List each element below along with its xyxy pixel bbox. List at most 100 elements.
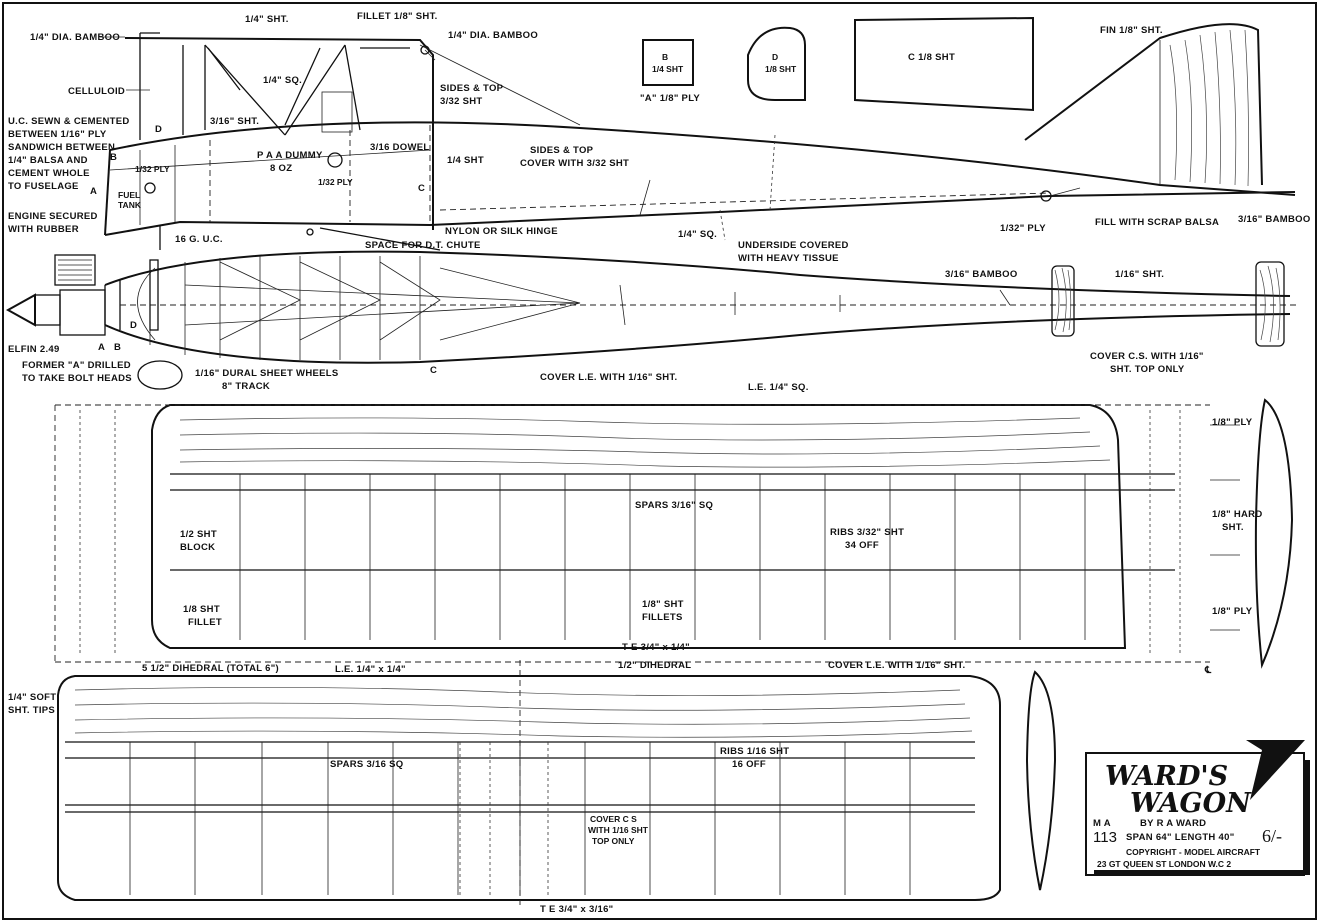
title-line-1: WARD'S [1105, 761, 1228, 792]
label-tp-fillets-1: 1/8" SHT [642, 599, 684, 610]
label-sq-quarter: 1/4" SQ. [263, 75, 302, 86]
title-address: 23 GT QUEEN ST LONDON W.C 2 [1097, 859, 1231, 869]
label-tp-cover-cs-2: SHT. TOP ONLY [1110, 364, 1185, 375]
label-fin: FIN 1/8" SHT. [1100, 25, 1163, 36]
template-d-label: D [772, 52, 778, 62]
label-wing-cover-le: COVER L.E. WITH 1/16" SHT. [828, 660, 965, 671]
title-ma: M A [1093, 818, 1111, 829]
label-engine-1: ENGINE SECURED [8, 211, 98, 222]
label-ply-1-32c: 1/32" PLY [1000, 223, 1046, 234]
label-bamboo-3-16: 3/16" BAMBOO [1238, 214, 1311, 225]
template-b-label: B [662, 52, 668, 62]
label-sht-3-16: 3/16" SHT. [210, 116, 259, 127]
label-sht-quarter-b: 1/4 SHT [447, 155, 484, 166]
label-tp-fillet-2: FILLET [188, 617, 222, 628]
label-dummy-1: P A A DUMMY [257, 150, 323, 161]
label-tp-hard-1: 1/8" HARD [1212, 509, 1263, 520]
template-b-sub: 1/4 SHT [652, 64, 684, 74]
label-ply-1-32: 1/32 PLY [135, 164, 170, 174]
title-price: 6/- [1262, 826, 1282, 846]
label-sides-top-2: SIDES & TOP [530, 145, 594, 156]
label-fillet: FILLET 1/8" SHT. [357, 11, 438, 22]
label-plan-d: D [130, 320, 137, 331]
label-wing-cover-cs-2: WITH 1/16 SHT [588, 825, 649, 835]
label-tp-ribs-2: 34 OFF [845, 540, 879, 551]
label-ply-1-32b: 1/32 PLY [318, 177, 353, 187]
label-tp-block-1: 1/2 SHT [180, 529, 217, 540]
label-sides-top-1: SIDES & TOP [440, 83, 504, 94]
fuselage-side-view [104, 23, 1296, 251]
label-plan-sht: 1/16" SHT. [1115, 269, 1164, 280]
label-plan-a: A [98, 342, 105, 353]
label-tp-cover-cs-1: COVER C.S. WITH 1/16" [1090, 351, 1204, 362]
label-hinge: NYLON OR SILK HINGE [445, 226, 558, 237]
label-celluloid: CELLULOID [68, 86, 125, 97]
label-wing-tips-1: 1/4" SOFT [8, 692, 56, 703]
label-former-a-1: FORMER "A" DRILLED [22, 360, 131, 371]
label-uc-note-6: TO FUSELAGE [8, 181, 79, 192]
label-bamboo-top: 1/4" DIA. BAMBOO [30, 32, 120, 43]
label-tp-spars: SPARS 3/16" SQ [635, 500, 713, 511]
tailplane-plan [54, 398, 1294, 669]
wing-plan [57, 660, 1057, 905]
label-wing-ribs-1: RIBS 1/16 SHT [720, 746, 789, 757]
label-uc-16g: 16 G. U.C. [175, 234, 223, 245]
label-sq-quarter-b: 1/4" SQ. [678, 229, 717, 240]
label-uc-note-2: BETWEEN 1/16" PLY [8, 129, 107, 140]
label-dowel: 3/16 DOWEL [370, 142, 430, 153]
label-sht-quarter: 1/4" SHT. [245, 14, 289, 25]
label-dt-chute: SPACE FOR D.T. CHUTE [365, 240, 481, 251]
label-tp-centerline: ℄ [1204, 665, 1212, 676]
label-wheels-2: 8" TRACK [222, 381, 270, 392]
label-former-c: C [418, 183, 425, 194]
label-wing-cover-cs-3: TOP ONLY [592, 836, 635, 846]
label-underside-1: UNDERSIDE COVERED [738, 240, 849, 251]
label-wing-tips-2: SHT. TIPS [8, 705, 55, 716]
label-tp-fillets-2: FILLETS [642, 612, 683, 623]
label-tp-cover-le: COVER L.E. WITH 1/16" SHT. [540, 372, 677, 383]
label-plan-bamboo: 3/16" BAMBOO [945, 269, 1018, 280]
label-wing-le: L.E. 1/4" x 1/4" [335, 664, 406, 675]
label-tp-le-sq: L.E. 1/4" SQ. [748, 382, 809, 393]
template-c-label: C 1/8 SHT [908, 52, 955, 63]
template-a-ply: "A" 1/8" PLY [640, 93, 700, 104]
template-d-sub: 1/8 SHT [765, 64, 797, 74]
label-tp-block-2: BLOCK [180, 542, 215, 553]
label-former-a: A [90, 186, 97, 197]
label-tp-te: T E 3/4" x 1/4" [622, 642, 690, 653]
label-wing-te: T E 3/4" x 3/16" [540, 904, 614, 915]
title-spec: SPAN 64" LENGTH 40" [1126, 832, 1235, 843]
title-line-2: WAGON [1130, 788, 1252, 819]
label-plan-c: C [430, 365, 437, 376]
label-sides-top-2b: COVER WITH 3/32 SHT [520, 158, 629, 169]
title-by: BY R A WARD [1140, 818, 1206, 829]
label-tp-ply-bot: 1/8" PLY [1212, 606, 1253, 617]
arrow-logo-icon [1246, 740, 1305, 800]
label-wing-spars: SPARS 3/16 SQ [330, 759, 403, 770]
label-wing-dihedral-inner: 1/2" DIHEDRAL [618, 660, 691, 671]
label-fuel-tank-2: TANK [118, 200, 142, 210]
label-tp-fillet-1: 1/8 SHT [183, 604, 220, 615]
label-uc-note-5: CEMENT WHOLE [8, 168, 90, 179]
title-number: 113 [1093, 829, 1117, 846]
label-tp-hard-2: SHT. [1222, 522, 1244, 533]
label-fill-scrap: FILL WITH SCRAP BALSA [1095, 217, 1219, 228]
label-wing-ribs-2: 16 OFF [732, 759, 766, 770]
label-uc-note-3: SANDWICH BETWEEN [8, 142, 115, 153]
label-former-d: D [155, 124, 162, 135]
label-sides-top-1b: 3/32 SHT [440, 96, 483, 107]
label-uc-note-1: U.C. SEWN & CEMENTED [8, 116, 130, 127]
fuselage-plan-view [5, 250, 1300, 390]
label-uc-note-4: 1/4" BALSA AND [8, 155, 88, 166]
former-templates [642, 16, 1034, 112]
label-engine-2: WITH RUBBER [8, 224, 79, 235]
label-plan-b: B [114, 342, 121, 353]
label-elfin: ELFIN 2.49 [8, 344, 60, 355]
label-former-a-2: TO TAKE BOLT HEADS [22, 373, 132, 384]
label-wheels-1: 1/16" DURAL SHEET WHEELS [195, 368, 339, 379]
label-former-b: B [110, 152, 117, 163]
label-wing-dihedral-outer: 5 1/2" DIHEDRAL (TOTAL 6") [142, 663, 279, 674]
label-wing-cover-cs-1: COVER C S [590, 814, 637, 824]
